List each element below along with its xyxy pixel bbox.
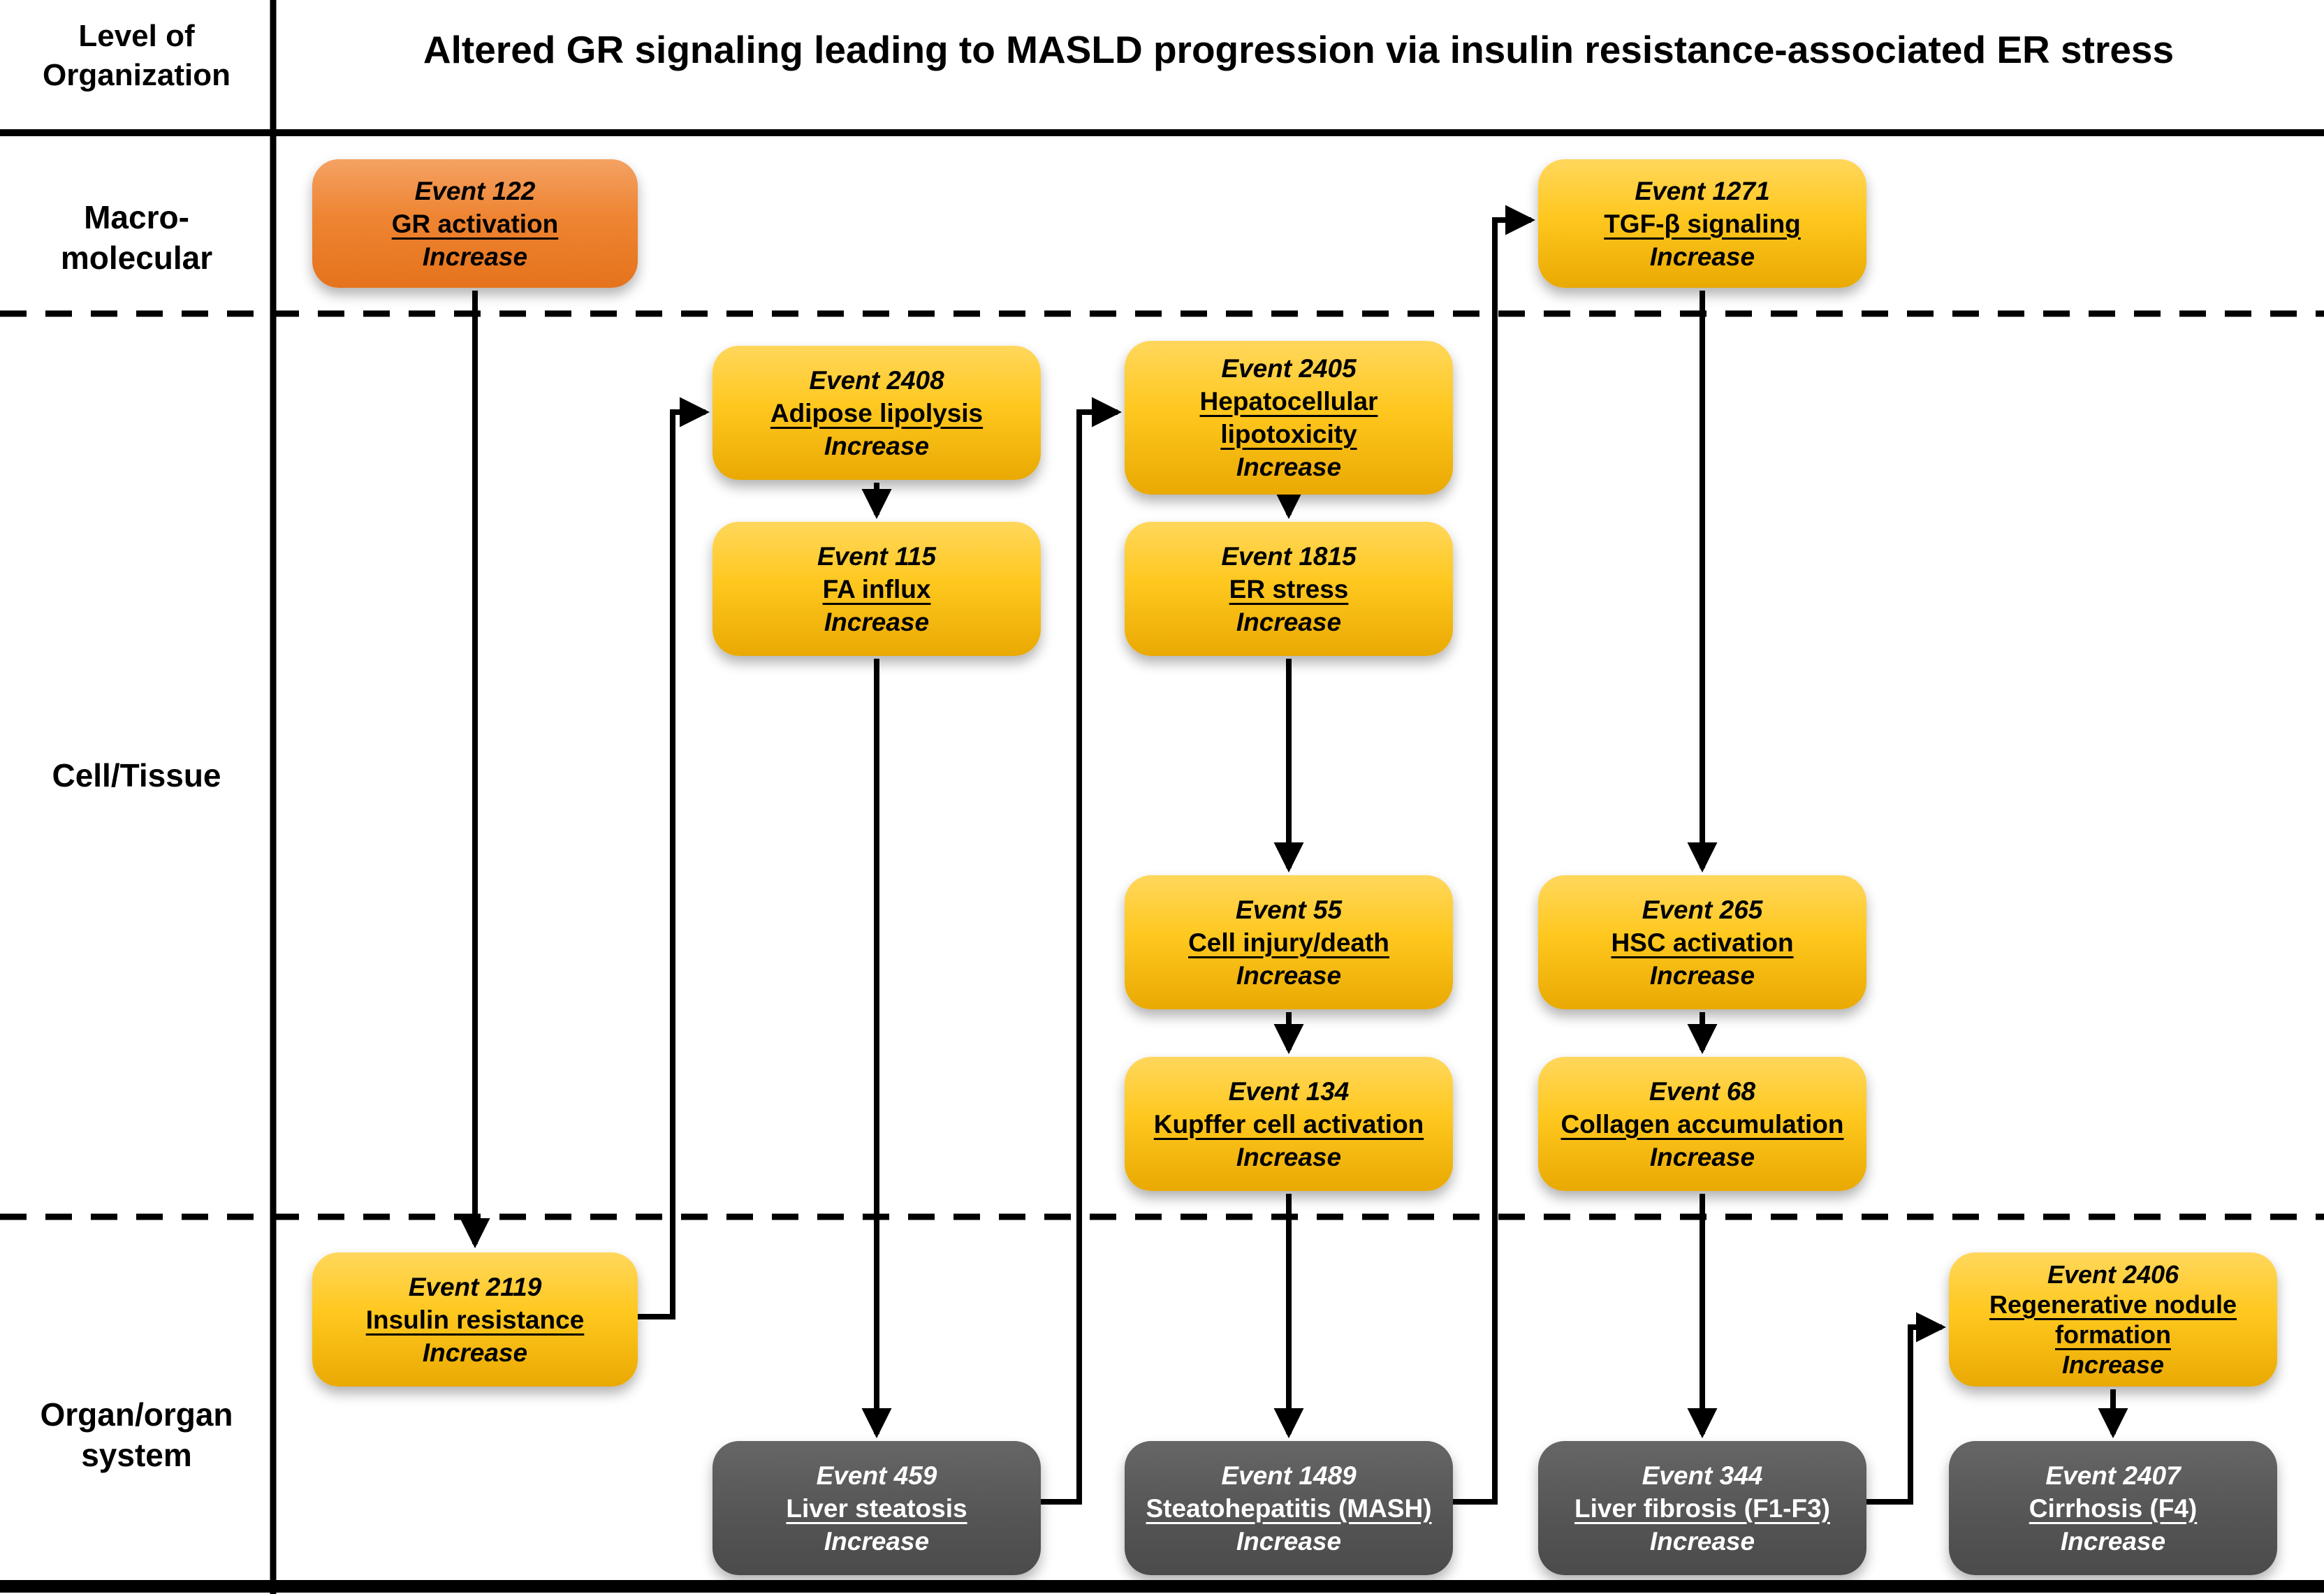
event-id: Event 459: [816, 1461, 937, 1490]
event-id: Event 2408: [809, 365, 944, 395]
arrow-ev1489-to-ev1271: [1452, 205, 1536, 1505]
event-id: Event 1271: [1635, 176, 1770, 205]
event-change: Increase: [1236, 1526, 1342, 1556]
event-id: Event 2405: [1221, 354, 1357, 383]
node-event-115: Event 115 FA influx Increase: [712, 522, 1041, 656]
event-change: Increase: [2061, 1350, 2165, 1379]
node-event-134: Event 134 Kupffer cell activation Increa…: [1125, 1057, 1453, 1191]
event-change: Increase: [422, 242, 528, 271]
arrow-ev344-to-ev2406: [1865, 1312, 1947, 1505]
organization-column-header: Level of Organization: [0, 17, 273, 95]
diagram-title: Altered GR signaling leading to MASLD pr…: [423, 28, 2175, 71]
event-change: Increase: [1649, 960, 1755, 990]
event-id: Event 1815: [1221, 541, 1357, 571]
event-name: HSC activation: [1611, 928, 1794, 957]
node-event-265: Event 265 HSC activation Increase: [1538, 875, 1866, 1009]
node-event-344: Event 344 Liver fibrosis (F1-F3) Increas…: [1538, 1441, 1866, 1575]
node-event-1489: Event 1489 Steatohepatitis (MASH) Increa…: [1125, 1441, 1453, 1575]
event-id: Event 134: [1228, 1076, 1350, 1106]
event-change: Increase: [1236, 1142, 1342, 1171]
event-change: Increase: [1649, 1526, 1755, 1556]
event-name: Cell injury/death: [1188, 928, 1389, 957]
event-change: Increase: [422, 1338, 528, 1367]
event-id: Event 1489: [1221, 1461, 1357, 1490]
node-event-122: Event 122 GR activation Increase: [312, 159, 638, 288]
event-change: Increase: [2060, 1526, 2166, 1556]
event-id: Event 115: [817, 541, 937, 571]
event-name: Adipose lipolysis: [770, 398, 984, 427]
node-event-2408: Event 2408 Adipose lipolysis Increase: [712, 346, 1041, 480]
node-event-459: Event 459 Liver steatosis Increase: [712, 1441, 1041, 1575]
event-name: GR activation: [391, 209, 559, 238]
row-label-cell-tissue: Cell/Tissue: [0, 755, 273, 796]
node-event-1815: Event 1815 ER stress Increase: [1125, 522, 1453, 656]
event-name: Kupffer cell activation: [1153, 1109, 1424, 1139]
event-name: FA influx: [822, 574, 931, 604]
node-event-1271: Event 1271 TGF-β signaling Increase: [1538, 159, 1866, 288]
event-id: Event 2407: [2045, 1461, 2181, 1490]
event-id: Event 344: [1642, 1461, 1763, 1490]
event-id: Event 2119: [408, 1272, 542, 1301]
event-change: Increase: [824, 431, 930, 460]
organization-header-line-2: Organization: [43, 58, 231, 92]
row-label-line: Macro-: [84, 199, 189, 235]
event-change: Increase: [824, 1526, 930, 1556]
event-id: Event 265: [1642, 895, 1763, 924]
organization-header-line-1: Level of: [78, 19, 195, 53]
event-name: ER stress: [1229, 574, 1349, 604]
node-event-2407: Event 2407 Cirrhosis (F4) Increase: [1949, 1441, 2277, 1575]
event-change: Increase: [824, 607, 930, 636]
event-change: Increase: [1236, 453, 1342, 481]
node-event-2405: Event 2405 Hepatocellular lipotoxicity I…: [1125, 341, 1453, 495]
event-name: Liver fibrosis (F1-F3): [1574, 1493, 1830, 1523]
event-id: Event 68: [1649, 1076, 1756, 1106]
event-change: Increase: [1236, 607, 1342, 636]
event-name: TGF-β signaling: [1604, 209, 1801, 238]
row-label-macromolecular: Macro- molecular: [0, 197, 273, 278]
event-change: Increase: [1236, 960, 1342, 990]
row-label-line: system: [81, 1437, 192, 1473]
event-name: Steatohepatitis (MASH): [1146, 1493, 1432, 1523]
event-change: Increase: [1649, 242, 1755, 271]
event-change: Increase: [1649, 1142, 1755, 1171]
event-name: Hepatocellular lipotoxicity: [1199, 387, 1378, 448]
event-name: Cirrhosis (F4): [2029, 1493, 2198, 1523]
row-label-line: molecular: [60, 240, 213, 276]
row-label-organ-system: Organ/organ system: [0, 1394, 273, 1475]
node-event-2119: Event 2119 Insulin resistance Increase: [312, 1252, 638, 1387]
event-name: Insulin resistance: [365, 1305, 585, 1334]
event-id: Event 122: [414, 176, 536, 205]
node-event-68: Event 68 Collagen accumulation Increase: [1538, 1057, 1866, 1191]
node-event-2406: Event 2406 Regenerative nodule formation…: [1949, 1252, 2277, 1387]
event-id: Event 55: [1235, 895, 1343, 924]
event-name: Collagen accumulation: [1561, 1109, 1844, 1139]
arrow-ev459-to-ev2405: [1039, 397, 1123, 1505]
node-event-55: Event 55 Cell injury/death Increase: [1125, 875, 1453, 1009]
row-label-line: Cell/Tissue: [52, 757, 221, 794]
row-label-line: Organ/organ: [40, 1396, 233, 1433]
arrow-ev2119-to-ev2408: [636, 397, 710, 1319]
event-id: Event 2406: [2047, 1260, 2179, 1289]
event-name: Liver steatosis: [786, 1493, 967, 1523]
event-name: Regenerative nodule formation: [1989, 1290, 2237, 1349]
